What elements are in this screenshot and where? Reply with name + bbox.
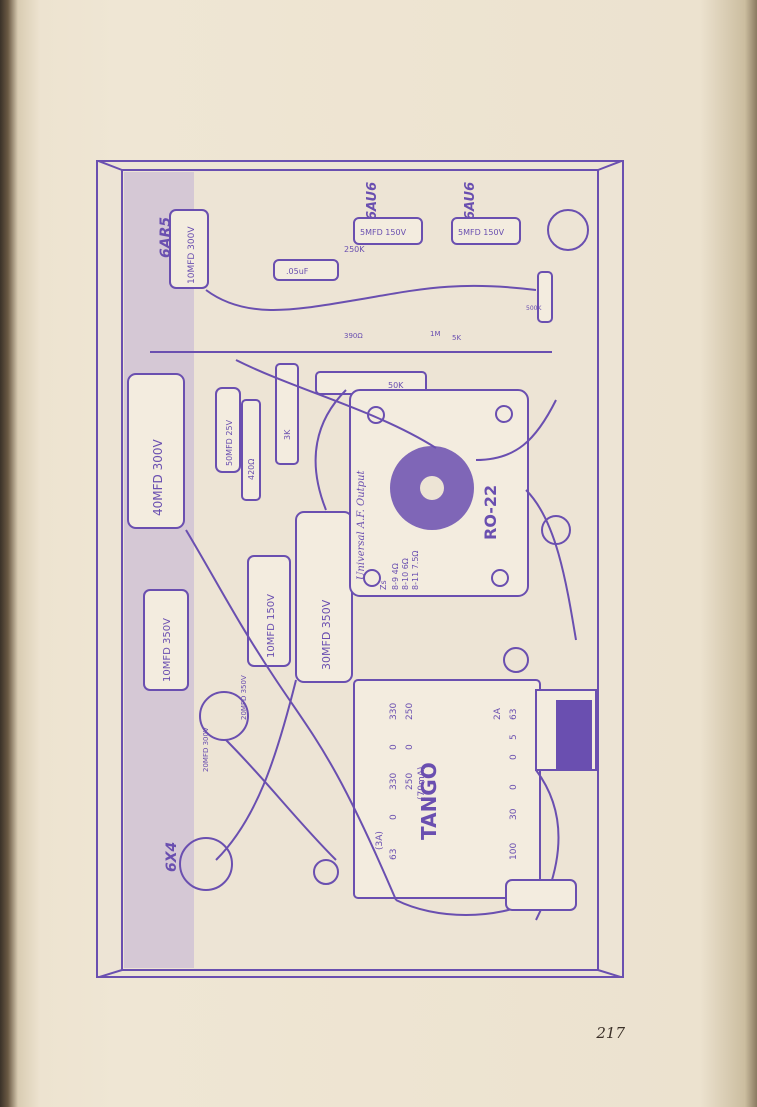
wire — [185, 529, 397, 901]
screw — [363, 569, 381, 587]
zs-table: Zs 8-9 4Ω 8-10 6Ω 8-11 7.5Ω — [379, 550, 420, 590]
resistor-420 — [241, 399, 261, 501]
resistor-label: 5K — [452, 334, 461, 342]
tube-socket-6x4 — [179, 837, 233, 891]
cap-label: 20MFD 300V — [202, 727, 210, 772]
pt-label: 0 — [405, 744, 415, 750]
screw — [491, 569, 509, 587]
power-transformer-brand: TANGO — [417, 762, 441, 840]
cap-label: 30MFD 350V — [320, 599, 333, 670]
transformer-model-label: RO-22 — [481, 485, 500, 540]
pt-label: 250 — [405, 703, 415, 720]
pt-label: 30 — [509, 808, 519, 820]
pt-label: 0 — [389, 814, 399, 820]
cap-label: 50MFD 25V — [225, 419, 234, 466]
transformer-brand-label: Universal A.F. Output — [356, 469, 367, 580]
capacitor-5mfd-150v-b — [451, 217, 521, 245]
cap-label: 20MFD 350V — [240, 675, 248, 720]
zs-row: 8-9 4Ω — [391, 563, 400, 590]
pt-label: 250 — [405, 773, 415, 790]
zs-row: 8-11 7.5Ω — [411, 550, 420, 590]
line-cord-grommet — [505, 879, 577, 911]
tube-socket-output — [547, 209, 589, 251]
wire — [205, 284, 537, 311]
cap-label: 10MFD 150V — [266, 594, 277, 658]
resistor-label: 390Ω — [344, 332, 363, 340]
cap-label: .05uF — [286, 267, 309, 276]
pt-label: 2A — [493, 707, 503, 720]
tube-label-6x4: 6X4 — [164, 842, 180, 872]
capacitor-05uf — [273, 259, 339, 281]
chassis-outline — [121, 169, 599, 971]
cap-label: 5MFD 150V — [458, 228, 505, 237]
capacitor-5mfd-150v-a — [353, 217, 423, 245]
pt-label: 330 — [389, 773, 399, 790]
resistor-label: 500K — [526, 305, 542, 312]
wire — [225, 739, 337, 861]
capacitor-10mfd-300v — [169, 209, 209, 289]
wire — [215, 679, 297, 861]
pt-label: 63 — [389, 849, 399, 860]
mounting-hole — [313, 859, 339, 885]
wire — [235, 359, 437, 449]
resistor-label: 1M — [430, 330, 441, 338]
cap-label: 10MFD 350V — [162, 618, 173, 682]
capacitor-10mfd-350v — [143, 589, 189, 691]
pt-label: 0 — [389, 744, 399, 750]
chassis-side-shading — [124, 172, 194, 968]
power-transformer — [353, 679, 541, 899]
resistor-label: 50K — [388, 381, 404, 390]
pt-label: 100 — [509, 843, 519, 860]
tube-label-6au6-a: 6AU6 — [365, 182, 380, 220]
resistor-500k — [537, 271, 553, 323]
resistor-label: 420Ω — [247, 459, 256, 480]
wire — [525, 489, 577, 641]
pt-label: 63 — [509, 709, 519, 720]
wire — [475, 399, 557, 461]
amplifier-wiring-diagram: 6AR5 6AU6 6AU6 6X4 — [96, 160, 624, 978]
mounting-hole — [503, 647, 529, 673]
pt-label: 5 — [509, 734, 519, 740]
zs-row: 8-10 6Ω — [401, 558, 410, 590]
octal-socket-key — [420, 476, 444, 500]
capacitor-40mfd-300v — [127, 373, 185, 529]
wire — [314, 389, 347, 511]
screw — [495, 405, 513, 423]
pt-label: 0 — [509, 754, 519, 760]
cap-label: 5MFD 150V — [360, 228, 407, 237]
capacitor-50mfd-25v — [215, 387, 241, 473]
resistor-3k — [275, 363, 299, 465]
pt-label: (3A) — [375, 831, 385, 850]
resistor-label: 250K — [344, 245, 365, 254]
screw — [367, 406, 385, 424]
pt-label: 0 — [509, 784, 519, 790]
filter-choke — [556, 700, 592, 770]
tube-socket-rectifier — [199, 691, 249, 741]
pt-label: 330 — [389, 703, 399, 720]
cap-label: 40MFD 300V — [151, 439, 165, 516]
page-number: 217 — [596, 1024, 625, 1042]
zs-header: Zs — [379, 580, 388, 590]
power-transformer-labels: 63 0 330 0 330 250 0 250 (3A) (70mA) 100… — [375, 703, 519, 860]
tube-label-6au6-b: 6AU6 — [463, 182, 478, 220]
capacitor-10mfd-150v — [247, 555, 291, 667]
capacitor-30mfd-350v — [295, 511, 353, 683]
resistor-label: 3K — [283, 429, 292, 440]
cap-label: 10MFD 300V — [187, 226, 197, 284]
pt-label: (70mA) — [417, 767, 427, 800]
